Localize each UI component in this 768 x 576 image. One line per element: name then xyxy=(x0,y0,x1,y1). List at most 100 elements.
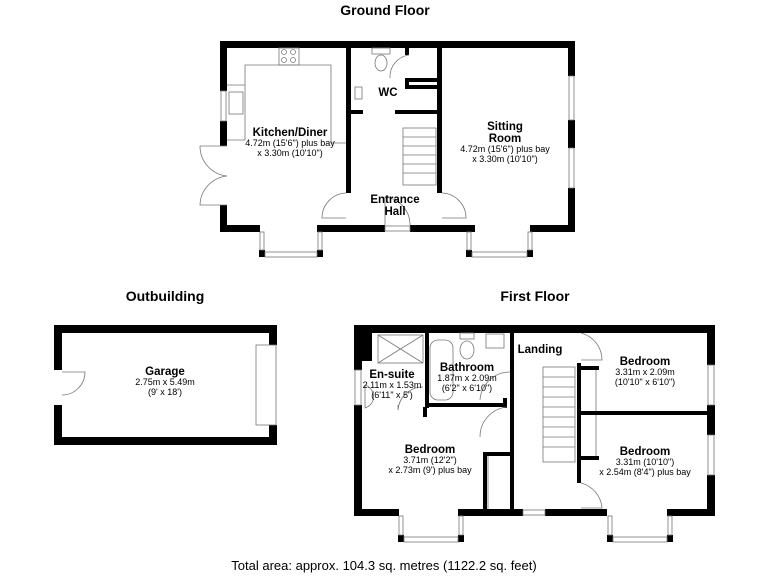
room-sitting-room: Sitting Room 4.72m (15'6") plus bay x 3.… xyxy=(455,121,555,164)
room-dimension: 4.72m (15'6") plus bay xyxy=(460,144,550,155)
wall xyxy=(707,475,715,516)
room-dimension: 2.75m x 5.49m xyxy=(135,377,195,388)
sink-icon xyxy=(228,91,244,115)
wall xyxy=(577,363,581,483)
wall xyxy=(405,85,437,89)
room-name: WC xyxy=(378,87,398,99)
garage-door xyxy=(255,344,277,426)
wall xyxy=(458,535,464,542)
room-bedroom-2: Bedroom 3.71m (12'2") x 2.73m (9') plus … xyxy=(380,444,480,475)
room-dimension: x 2.73m (9') plus bay xyxy=(388,464,472,475)
wall xyxy=(667,535,673,542)
outbuilding-title: Outbuilding xyxy=(125,288,205,304)
wall xyxy=(354,405,362,516)
room-name: Hall xyxy=(384,206,406,219)
wall xyxy=(354,509,399,516)
wall xyxy=(220,205,227,232)
room-name: Kitchen/Diner xyxy=(252,127,328,139)
ground-floor-fixtures xyxy=(199,47,575,258)
wall xyxy=(423,407,427,417)
room-dimension: 3.71m (12'2") xyxy=(403,455,457,466)
room-name: Bedroom xyxy=(619,356,671,368)
wall xyxy=(220,41,227,91)
room-name: Bedroom xyxy=(619,446,671,458)
wall xyxy=(577,366,599,370)
wall xyxy=(577,411,715,415)
toilet-icon xyxy=(459,340,475,360)
room-landing: Landing xyxy=(515,344,565,356)
wall xyxy=(354,325,715,333)
room-dimension: 3.31m (10'10") xyxy=(615,457,675,468)
window xyxy=(568,75,575,121)
bath-icon xyxy=(429,339,454,401)
toilet-icon xyxy=(374,54,388,72)
stairs xyxy=(402,127,437,186)
wall xyxy=(269,325,277,345)
window xyxy=(707,364,715,406)
room-dimension: 2.11m x 1.53m xyxy=(362,380,422,391)
wall xyxy=(483,452,510,456)
wall xyxy=(410,225,475,232)
wall xyxy=(667,509,715,516)
window xyxy=(568,147,575,189)
wall xyxy=(510,333,514,509)
room-garage: Garage 2.75m x 5.49m (9' x 18') xyxy=(115,366,215,397)
wall xyxy=(405,41,409,55)
wall xyxy=(220,121,227,146)
wall xyxy=(317,225,385,232)
wall xyxy=(351,110,363,114)
room-kitchen-diner: Kitchen/Diner 4.72m (15'6") plus bay x 3… xyxy=(240,127,340,158)
room-dimension: (6'11" x 5') xyxy=(371,389,413,400)
wall xyxy=(425,403,507,407)
room-entrance-hall: Entrance Hall xyxy=(360,194,430,218)
window xyxy=(707,434,715,476)
wall xyxy=(54,437,277,445)
room-dimension: 3.31m x 2.09m xyxy=(615,367,675,378)
room-dimension: x 2.54m (8'4") plus bay xyxy=(599,466,691,477)
room-name: Bedroom xyxy=(404,444,456,456)
wall xyxy=(527,250,533,257)
outbuilding-plan xyxy=(54,325,277,445)
ground-floor-plan xyxy=(220,41,575,257)
room-bathroom: Bathroom 1.87m x 2.09m (6'2" x 6'10") xyxy=(432,362,502,393)
wall xyxy=(483,452,487,509)
room-dimension: x 3.30m (10'10") xyxy=(257,147,323,158)
room-name: Room xyxy=(488,133,522,146)
wall xyxy=(259,250,265,257)
wall xyxy=(362,333,372,361)
wall xyxy=(503,398,507,408)
wall xyxy=(577,456,599,460)
room-name: Bathroom xyxy=(439,362,495,374)
wall xyxy=(220,41,575,48)
room-name: Landing xyxy=(517,344,563,356)
room-dimension: (6'2" x 6'10") xyxy=(441,382,493,393)
wall xyxy=(707,325,715,365)
room-bedroom-3: Bedroom 3.31m (10'10") x 2.54m (8'4") pl… xyxy=(595,446,695,477)
room-name: Entrance xyxy=(370,194,420,206)
wall xyxy=(568,120,575,148)
hob-icon xyxy=(278,47,300,66)
first-floor-title: First Floor xyxy=(500,288,570,304)
window xyxy=(354,369,362,406)
wall xyxy=(545,509,607,516)
wall xyxy=(395,110,437,114)
wall xyxy=(568,41,575,76)
wall xyxy=(54,325,62,370)
wall xyxy=(568,188,575,232)
room-dimension: x 3.30m (10'10") xyxy=(472,153,538,164)
room-dimension: (9' x 18') xyxy=(148,386,182,397)
room-name: Garage xyxy=(145,366,185,378)
room-dimension: 1.87m x 2.09m xyxy=(437,373,497,384)
room-bedroom-1: Bedroom 3.31m x 2.09m (10'10" x 6'10") xyxy=(600,356,690,387)
basin-icon xyxy=(485,333,505,349)
window xyxy=(522,509,546,516)
wall xyxy=(54,405,62,445)
wall xyxy=(54,325,277,333)
first-floor-fixtures xyxy=(354,332,715,543)
wall xyxy=(317,250,323,257)
room-en-suite: En-suite 2.11m x 1.53m (6'11" x 5') xyxy=(362,369,422,400)
wall xyxy=(425,333,429,408)
outbuilding-fixtures xyxy=(61,344,277,426)
basin-icon xyxy=(364,384,374,409)
total-area: Total area: approx. 104.3 sq. metres (11… xyxy=(231,558,537,573)
